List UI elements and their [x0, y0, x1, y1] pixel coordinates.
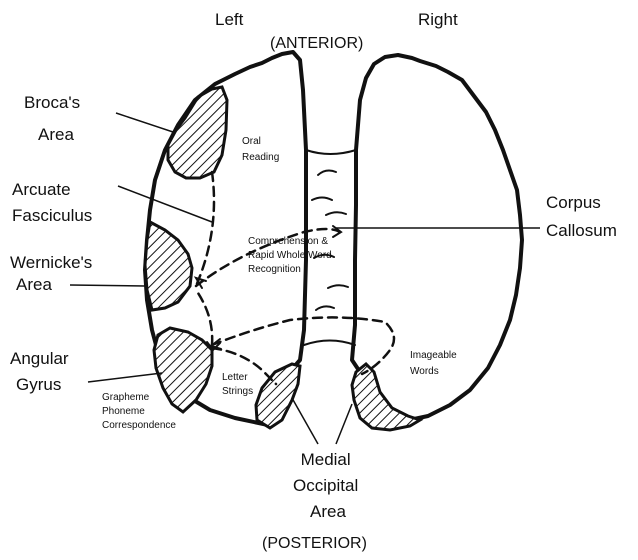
anterior-label: (ANTERIOR)	[270, 35, 363, 52]
leader-angular	[88, 373, 162, 382]
grapheme-label: Grapheme Phoneme Correspondence	[102, 392, 176, 431]
oral-reading-label: Oral Reading	[242, 136, 279, 163]
arcuate-label: Arcuate Fasciculus	[12, 180, 92, 225]
corpus-callosum-band	[304, 150, 356, 345]
dashed-pathways	[196, 172, 394, 384]
leader-medial-left	[292, 398, 318, 444]
wernicke-area-region	[145, 222, 192, 310]
wernicke-label: Wernicke's Area	[10, 253, 97, 294]
leader-medial-right	[336, 404, 352, 444]
right-label: Right	[418, 10, 458, 29]
leader-arcuate	[118, 186, 212, 222]
left-occipital-region	[256, 364, 300, 428]
letter-strings-label: Letter Strings	[222, 372, 253, 397]
posterior-label: (POSTERIOR)	[262, 535, 367, 552]
angular-label: Angular Gyrus	[10, 349, 73, 394]
broca-area-region	[168, 87, 227, 178]
leader-broca	[116, 113, 173, 132]
medial-occipital-label: Medial Occipital Area	[293, 450, 363, 521]
imageable-words-label: Imageable Words	[410, 350, 459, 377]
leader-wernicke	[70, 285, 145, 286]
corpus-label: Corpus Callosum	[546, 193, 617, 240]
broca-label: Broca's Area	[24, 93, 85, 144]
left-label: Left	[215, 10, 244, 29]
comprehension-label: Comprehension & Rapid Whole Word Recogni…	[248, 236, 335, 275]
arcuate-fasciculus-pathway	[196, 172, 214, 286]
angular-gyrus-region	[154, 328, 212, 412]
